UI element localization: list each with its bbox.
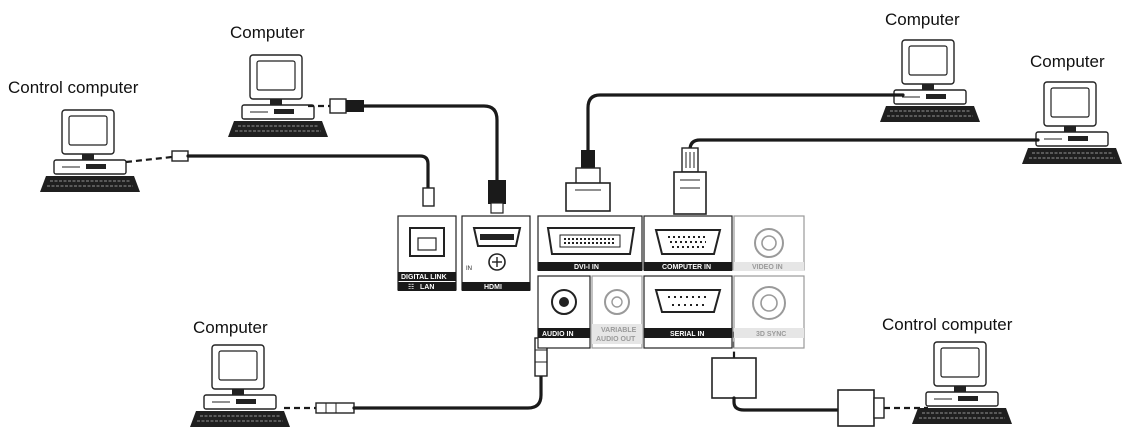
lan-plug	[422, 187, 435, 207]
panel-hdmi-label: HDMI	[484, 284, 502, 291]
panel-audio-out-label: AUDIO OUT	[596, 336, 636, 343]
audio-cable	[352, 373, 543, 410]
hdmi-plug	[488, 180, 506, 204]
label-control-computer-right: Control computer	[882, 315, 1013, 334]
serial-plug	[711, 357, 757, 399]
computer-top-left-icon	[227, 54, 329, 138]
panel-variable-label: VARIABLE	[601, 327, 637, 334]
panel-hdmi-in-label: IN	[466, 266, 472, 272]
vga-plug	[673, 171, 707, 215]
panel-dvi-in-label: DVI-I IN	[574, 264, 599, 271]
lan-cable-dashed	[125, 155, 173, 164]
dvi-ferrite	[581, 150, 595, 170]
dvi-cable	[586, 93, 905, 152]
computer-bottom-left-icon	[189, 344, 291, 428]
dvi-plug	[565, 182, 611, 212]
panel-audio-in-label: AUDIO IN	[542, 331, 574, 338]
computer-top-right-a-icon	[879, 39, 981, 123]
lan-cable	[186, 154, 430, 190]
computer-top-right-b-icon	[1021, 81, 1123, 165]
label-computer-top-left: Computer	[230, 23, 305, 42]
panel-serial-in-label: SERIAL IN	[670, 331, 705, 338]
hdmi-plug-left	[329, 98, 347, 114]
panel-video-in-label: VIDEO IN	[752, 264, 783, 271]
hdmi-ferrite	[346, 100, 364, 112]
panel-computer-in-label: COMPUTER IN	[662, 264, 711, 271]
label-computer-top-right-b: Computer	[1030, 52, 1105, 71]
panel-digital-link-label: DIGITAL LINK	[401, 274, 447, 281]
label-computer-top-right-a: Computer	[885, 10, 960, 29]
label-computer-bottom-left: Computer	[193, 318, 268, 337]
panel-3d-sync-label: 3D SYNC	[756, 331, 786, 338]
control-computer-right-icon	[911, 341, 1013, 425]
hdmi-cable	[362, 104, 499, 187]
audio-plug-left	[315, 402, 355, 414]
serial-cable	[732, 396, 840, 412]
panel-lan-label: LAN	[420, 284, 434, 291]
lan-network-icon: ☷	[408, 283, 414, 291]
vga-cable	[688, 138, 1040, 162]
control-computer-left-icon	[39, 109, 141, 193]
label-control-computer-left: Control computer	[8, 78, 139, 97]
serial-adapter	[837, 389, 875, 427]
terminal-panel: DIGITAL LINK LAN ☷ IN HDMI DVI-I IN COMP…	[397, 215, 805, 349]
lan-plug-left	[171, 150, 189, 162]
